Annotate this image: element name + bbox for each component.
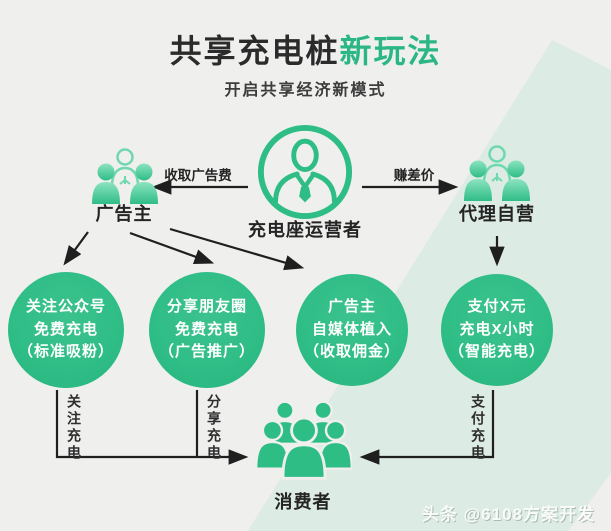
operator-label: 充电座运营者 <box>248 220 362 240</box>
arrow-advertiser-to-circle2 <box>129 231 215 264</box>
operator-person-icon <box>257 124 353 220</box>
bubble-follow-account: 关注公众号 免费充电 （标准吸粉） <box>8 272 124 388</box>
bubble-line: 分享朋友圈 <box>166 298 247 316</box>
advertiser-group-icon <box>92 148 158 204</box>
watermark: 头条 @6108方案开发 <box>421 505 595 524</box>
flow-label-pay: 支付充电 <box>470 394 486 462</box>
path-pay-charge <box>359 390 495 465</box>
bubble-line: （收取佣金） <box>303 343 400 361</box>
bubble-line: 免费充电 <box>174 320 239 338</box>
consumer-group-icon <box>256 400 352 480</box>
title-black: 共享充电桩 <box>169 33 340 69</box>
arrow-advertiser-to-circle3 <box>169 227 305 271</box>
bubble-pay-charge: 支付X元 充电X小时 （智能充电） <box>441 274 553 386</box>
path-follow-charge <box>55 390 249 465</box>
page-subtitle: 开启共享经济新模式 <box>224 82 387 99</box>
bubble-media-implant: 广告主 自媒体植入 （收取佣金） <box>296 274 408 386</box>
bubble-line: （智能充电） <box>448 343 545 361</box>
flow-label-share: 分享充电 <box>206 394 222 462</box>
bubble-line: 充电X小时 <box>459 320 535 338</box>
earn-margin-label: 赚差价 <box>393 168 435 183</box>
bubble-line: （标准吸粉） <box>17 343 114 361</box>
agent-group-icon <box>464 145 530 201</box>
bubble-line: 关注公众号 <box>25 298 106 316</box>
consumer-label: 消费者 <box>274 492 332 512</box>
arrow-advertiser-to-circle1 <box>63 231 89 266</box>
flow-label-follow: 关注充电 <box>66 394 82 462</box>
bubble-line: 支付X元 <box>467 298 527 316</box>
collect-ad-fee-label: 收取广告费 <box>164 168 232 183</box>
bubble-line: 自媒体植入 <box>311 320 392 338</box>
bubble-line: 广告主 <box>327 298 376 316</box>
page-title: 共享充电桩新玩法 <box>0 26 611 72</box>
agent-label: 代理自营 <box>459 204 535 224</box>
bubble-line: （广告推广） <box>158 343 255 361</box>
bubble-share-moments: 分享朋友圈 免费充电 （广告推广） <box>149 272 265 388</box>
bubble-line: 免费充电 <box>33 320 98 338</box>
title-green: 新玩法 <box>339 33 442 69</box>
advertiser-label: 广告主 <box>95 204 153 224</box>
